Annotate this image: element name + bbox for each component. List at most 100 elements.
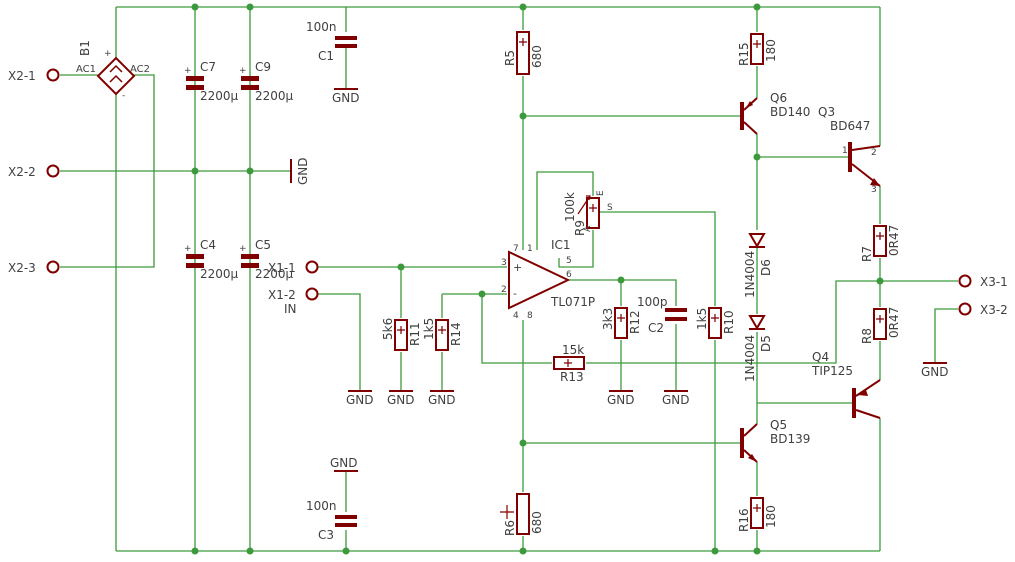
svg-text:2200µ: 2200µ	[255, 89, 294, 103]
svg-text:R9: R9	[573, 220, 587, 236]
svg-text:1N4004: 1N4004	[743, 335, 757, 382]
connector-x2-3: X2-3	[8, 260, 60, 275]
resistor-r14: 1k5 R14	[422, 318, 463, 351]
svg-text:R8: R8	[860, 328, 874, 344]
svg-text:R13: R13	[560, 370, 584, 384]
diode-d6: D6 1N4004	[743, 233, 773, 298]
svg-text:0R47: 0R47	[887, 307, 901, 338]
svg-text:0R47: 0R47	[887, 225, 901, 256]
svg-text:2200µ: 2200µ	[255, 267, 294, 281]
transistor-q4: Q4 TIP125	[811, 350, 881, 419]
ground-c2: GND	[662, 390, 690, 407]
transistor-q3: 1 2 3 Q3 BD647	[818, 105, 881, 195]
svg-text:3: 3	[871, 185, 877, 195]
ground-r12: GND	[607, 390, 635, 407]
svg-text:GND: GND	[662, 393, 690, 407]
svg-text:3k3: 3k3	[601, 308, 615, 330]
svg-text:AC2: AC2	[130, 64, 150, 75]
capacitor-c7: + C7 2200µ	[184, 60, 239, 103]
svg-text:5: 5	[566, 256, 572, 266]
ground-c1: GND	[332, 88, 360, 105]
resistor-r12: 3k3 R12	[601, 307, 642, 339]
resistor-r16: R16 180	[737, 497, 778, 532]
svg-text:R7: R7	[860, 246, 874, 262]
svg-text:GND: GND	[428, 393, 456, 407]
svg-text:C9: C9	[255, 60, 271, 74]
resistor-r15: R15 180	[737, 33, 778, 66]
transistor-q6: Q6 BD140	[740, 91, 810, 135]
svg-text:2200µ: 2200µ	[200, 89, 239, 103]
ground-c3: GND	[330, 456, 358, 472]
svg-text:GND: GND	[330, 456, 358, 470]
connector-x1-2: X1-2 IN	[268, 287, 319, 316]
svg-text:X2-3: X2-3	[8, 261, 36, 275]
capacitor-c9: + C9 2200µ	[239, 60, 294, 103]
svg-text:GND: GND	[387, 393, 415, 407]
svg-text:15k: 15k	[562, 343, 584, 357]
svg-text:S: S	[607, 203, 613, 213]
svg-text:R11: R11	[408, 322, 422, 346]
svg-text:R14: R14	[449, 322, 463, 346]
svg-text:-: -	[122, 91, 125, 101]
svg-text:R15: R15	[737, 42, 751, 66]
svg-text:180: 180	[764, 505, 778, 528]
svg-text:TIP125: TIP125	[811, 364, 853, 378]
ground-r14: GND	[428, 390, 456, 407]
svg-text:-: -	[513, 287, 517, 300]
svg-text:+: +	[104, 49, 112, 59]
svg-text:BD647: BD647	[830, 119, 870, 133]
svg-text:1k5: 1k5	[695, 308, 709, 330]
svg-text:Q3: Q3	[818, 105, 835, 119]
bridge-rectifier-b1: B1 AC1 AC2 + -	[76, 40, 150, 101]
svg-text:Q4: Q4	[812, 350, 829, 364]
transistor-q5: Q5 BD139	[740, 418, 810, 463]
svg-text:C1: C1	[318, 49, 334, 63]
svg-text:AC1: AC1	[76, 64, 96, 75]
resistor-r13: 15k R13	[553, 343, 585, 384]
capacitor-c5: + C5 2200µ	[239, 238, 294, 281]
svg-text:2200µ: 2200µ	[200, 267, 239, 281]
svg-text:BD139: BD139	[770, 432, 810, 446]
resistor-r7: R7 0R47	[860, 225, 901, 262]
svg-text:R10: R10	[722, 310, 736, 334]
resistor-r8: R8 0R47	[860, 307, 901, 344]
svg-text:100n: 100n	[306, 499, 337, 513]
capacitor-c4: + C4 2200µ	[184, 238, 239, 281]
ground-x1-2: GND	[346, 390, 374, 407]
resistor-r6: R6 680	[500, 493, 544, 536]
svg-text:2: 2	[501, 285, 507, 295]
svg-text:D5: D5	[759, 335, 773, 352]
svg-text:7: 7	[513, 244, 519, 254]
svg-text:6: 6	[566, 270, 572, 280]
svg-text:100n: 100n	[306, 20, 337, 34]
ground-x3-2: GND	[921, 362, 949, 379]
connector-x2-1: X2-1	[8, 68, 60, 83]
svg-text:X1-2: X1-2	[268, 288, 296, 302]
diode-d5: D5 1N4004	[743, 315, 773, 382]
wires	[60, 6, 958, 552]
svg-text:4: 4	[513, 311, 519, 321]
ground-r11: GND	[387, 390, 415, 407]
potentiometer-r9: R9 100k A E S	[563, 190, 613, 236]
svg-text:C5: C5	[255, 238, 271, 252]
svg-text:E: E	[596, 190, 606, 196]
connector-x2-2: X2-2	[8, 164, 60, 179]
capacitor-c2: 100p C2	[637, 295, 687, 335]
svg-text:IN: IN	[284, 302, 297, 316]
capacitor-c1: 100n C1	[306, 20, 357, 63]
svg-text:C2: C2	[648, 321, 664, 335]
svg-text:+: +	[184, 244, 192, 254]
svg-text:5k6: 5k6	[381, 318, 395, 340]
svg-text:680: 680	[530, 45, 544, 68]
svg-text:R16: R16	[737, 508, 751, 532]
svg-text:+: +	[239, 66, 247, 76]
svg-text:GND: GND	[296, 157, 310, 185]
svg-text:1: 1	[842, 146, 848, 156]
svg-text:X2-2: X2-2	[8, 165, 36, 179]
svg-text:3: 3	[501, 258, 507, 268]
svg-text:X2-1: X2-1	[8, 69, 36, 83]
svg-text:IC1: IC1	[551, 238, 571, 252]
svg-text:100p: 100p	[637, 295, 668, 309]
svg-text:+: +	[239, 244, 247, 254]
